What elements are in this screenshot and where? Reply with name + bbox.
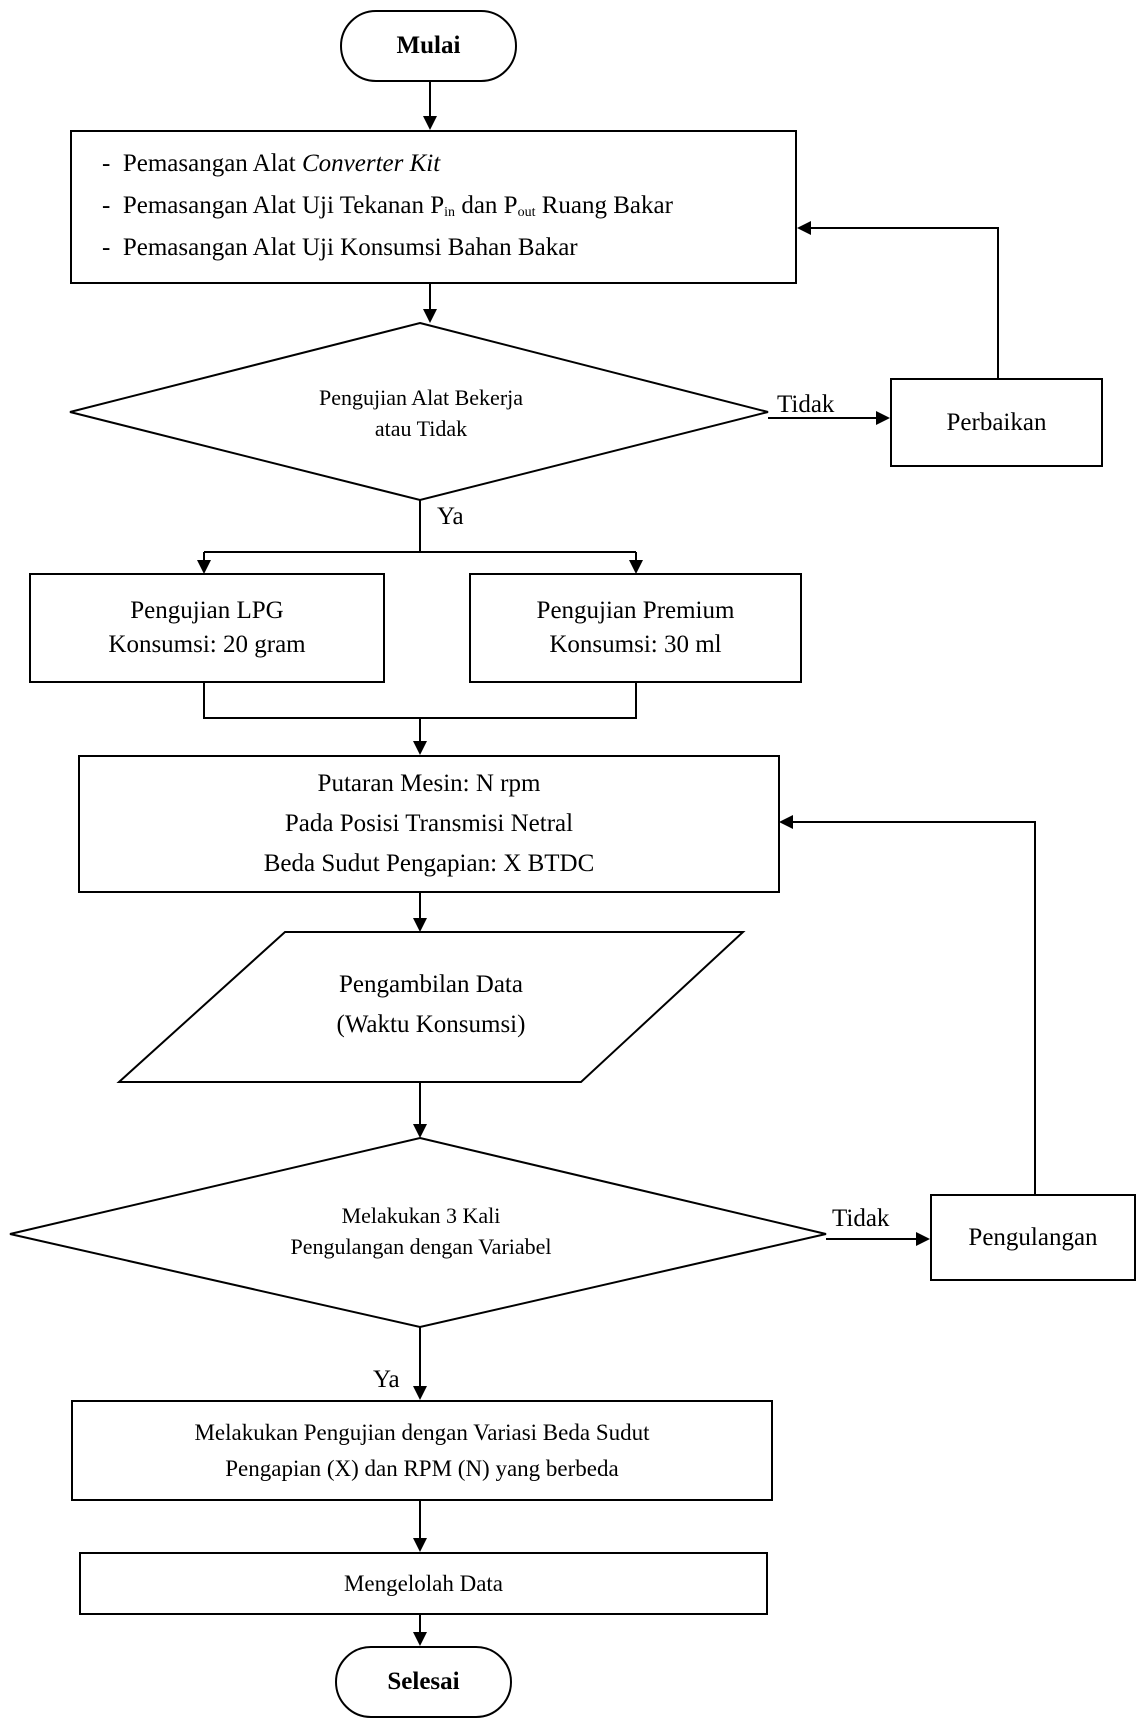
variation-box-shape <box>71 1400 773 1501</box>
process-text: Mengelolah Data <box>343 1570 504 1596</box>
arrowhead-data-decision2 <box>413 1124 427 1138</box>
lpg-line2: Konsumsi: 20 gram <box>108 631 306 658</box>
setup-box-shape <box>70 130 797 284</box>
data-input-line2: (Waktu Konsumsi) <box>336 1011 526 1038</box>
process-box-shape <box>79 1552 768 1615</box>
setup-item2-suffix: Ruang Bakar <box>535 192 673 219</box>
arrowhead-split-premium <box>629 560 643 574</box>
arrowhead-decision2-variation <box>413 1386 427 1400</box>
premium-box-label: Pengujian Premium Konsumsi: 30 ml <box>470 574 801 682</box>
repeat-box-label: Pengulangan <box>931 1195 1135 1280</box>
decision1-line2: atau Tidak <box>374 416 468 441</box>
decision2-line1: Melakukan 3 Kali <box>341 1203 501 1228</box>
setup-item-dash: - <box>102 234 111 261</box>
arrowhead-engine-data <box>413 918 427 932</box>
decision2-no-label: Tidak <box>832 1205 890 1232</box>
lpg-line1: Pengujian LPG <box>130 597 284 624</box>
engine-line2: Pada Posisi Transmisi Netral <box>284 810 574 837</box>
arrowhead-decision2-repeat <box>916 1232 930 1246</box>
arrowhead-split-lpg <box>197 560 211 574</box>
lpg-box-label: Pengujian LPG Konsumsi: 20 gram <box>30 574 384 682</box>
lpg-box-shape <box>29 573 385 683</box>
arrowhead-merge-engine <box>413 741 427 755</box>
connector-repair-setup <box>811 227 999 379</box>
premium-line2: Konsumsi: 30 ml <box>549 631 722 658</box>
setup-item1-italic: Converter Kit <box>301 150 441 177</box>
setup-item-pressure-tester: - Pemasangan Alat Uji Tekanan Pin dan Po… <box>102 185 802 227</box>
setup-item2-sub-out: out <box>517 205 536 220</box>
decision1-line1: Pengujian Alat Bekerja <box>318 385 524 410</box>
premium-line1: Pengujian Premium <box>536 597 735 624</box>
decision1-label: Pengujian Alat Bekerja atau Tidak <box>226 382 616 444</box>
start-text: Mulai <box>396 32 461 59</box>
data-input-shape <box>116 931 746 1083</box>
arrowhead-start-setup <box>423 116 437 130</box>
engine-box-label: Putaran Mesin: N rpm Pada Posisi Transmi… <box>79 756 779 892</box>
arrowhead-repair-setup <box>797 221 811 235</box>
setup-item1-prefix: Pemasangan Alat <box>122 150 302 177</box>
variation-line1: Melakukan Pengujian dengan Variasi Beda … <box>194 1419 650 1445</box>
end-terminal-shape <box>335 1646 512 1718</box>
data-input-label: Pengambilan Data (Waktu Konsumsi) <box>231 965 631 1045</box>
variation-box-label: Melakukan Pengujian dengan Variasi Beda … <box>72 1401 772 1500</box>
repair-box-label: Perbaikan <box>891 379 1102 466</box>
engine-line1: Putaran Mesin: N rpm <box>317 770 541 797</box>
start-terminal-label: Mulai <box>341 11 516 81</box>
setup-item2-middle: dan P <box>455 192 518 219</box>
setup-item2-sub-in: in <box>444 205 456 220</box>
engine-box-shape <box>78 755 780 893</box>
start-terminal-shape <box>340 10 517 82</box>
data-input-line1: Pengambilan Data <box>339 971 523 998</box>
repair-text: Perbaikan <box>946 408 1047 436</box>
variation-line2: Pengapian (X) dan RPM (N) yang berbeda <box>225 1455 619 1481</box>
engine-line3: Beda Sudut Pengapian: X BTDC <box>263 850 595 877</box>
setup-list: - Pemasangan Alat Converter Kit - Pemasa… <box>102 143 802 269</box>
process-box-label: Mengelolah Data <box>80 1553 767 1614</box>
setup-item3-text: Pemasangan Alat Uji Konsumsi Bahan Bakar <box>122 234 578 261</box>
decision2-yes-label: Ya <box>373 1366 400 1393</box>
premium-box-shape <box>469 573 802 683</box>
arrowhead-repeat-engine <box>779 815 793 829</box>
setup-item-fuel-consumption: - Pemasangan Alat Uji Konsumsi Bahan Bak… <box>102 227 802 269</box>
setup-item-dash: - <box>102 192 111 219</box>
arrowhead-setup-decision1 <box>423 309 437 323</box>
decision2-line2: Pengulangan dengan Variabel <box>290 1234 552 1259</box>
arrowhead-decision1-repair <box>876 411 890 425</box>
decision2-label: Melakukan 3 Kali Pengulangan dengan Vari… <box>206 1200 636 1262</box>
setup-item2-prefix: Pemasangan Alat Uji Tekanan P <box>122 192 445 219</box>
repair-box-shape <box>890 378 1103 467</box>
repeat-box-shape <box>930 1194 1136 1281</box>
end-terminal-label: Selesai <box>336 1647 511 1717</box>
setup-item-dash: - <box>102 150 111 177</box>
arrowhead-variation-process <box>413 1538 427 1552</box>
setup-item-converter-kit: - Pemasangan Alat Converter Kit <box>102 143 802 185</box>
decision1-yes-label: Ya <box>437 503 464 530</box>
arrowhead-process-end <box>413 1632 427 1646</box>
connector-repeat-engine <box>793 821 1036 1195</box>
decision1-no-label: Tidak <box>777 391 835 418</box>
merge-bracket <box>203 682 637 719</box>
end-text: Selesai <box>387 1668 460 1695</box>
repeat-text: Pengulangan <box>968 1223 1098 1251</box>
